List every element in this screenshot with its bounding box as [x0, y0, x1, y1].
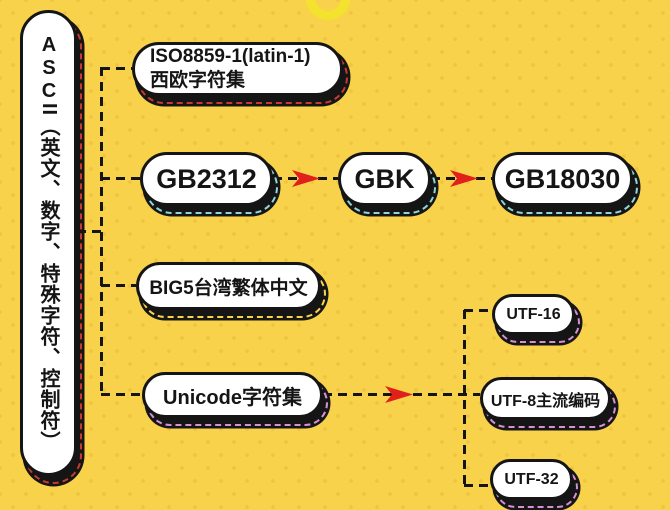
node-iso8859-label: ISO8859-1(latin-1) 西欧字符集: [132, 42, 343, 96]
connector-to-utf16: [464, 309, 492, 312]
node-unicode-label: Unicode字符集: [142, 372, 323, 418]
node-gb2312: GB2312: [140, 152, 278, 214]
connector-utf-vertical: [463, 310, 466, 487]
node-utf16-label: UTF-16: [492, 294, 575, 335]
node-big5-label: BIG5台湾繁体中文: [136, 262, 321, 310]
red-arrow-icon: [385, 386, 413, 403]
connector-from-ascii: [77, 230, 101, 233]
node-gb18030: GB18030: [492, 152, 638, 214]
node-unicode: Unicode字符集: [142, 372, 328, 426]
connector-to-gb2312: [101, 177, 140, 180]
node-gbk-label: GBK: [338, 152, 431, 206]
node-gb2312-label: GB2312: [140, 152, 273, 206]
connector-to-utf32: [464, 484, 490, 487]
connector-trunk-vertical: [100, 67, 103, 396]
node-iso8859: ISO8859-1(latin-1) 西欧字符集: [132, 42, 348, 104]
node-utf8-label: UTF-8主流编码: [480, 377, 611, 420]
node-gb18030-label: GB18030: [492, 152, 633, 206]
node-utf8: UTF-8主流编码: [480, 377, 616, 428]
node-big5: BIG5台湾繁体中文: [136, 262, 326, 318]
red-arrow-icon: [292, 170, 320, 187]
ring-decoration-icon: [306, 0, 350, 20]
connector-to-iso: [101, 67, 132, 70]
red-arrow-icon: [450, 170, 478, 187]
connector-to-big5: [101, 284, 136, 287]
node-gbk: GBK: [338, 152, 436, 214]
node-utf32: UTF-32: [490, 459, 578, 508]
node-utf32-label: UTF-32: [490, 459, 573, 500]
connector-to-unicode: [101, 393, 142, 396]
node-utf16: UTF-16: [492, 294, 580, 343]
